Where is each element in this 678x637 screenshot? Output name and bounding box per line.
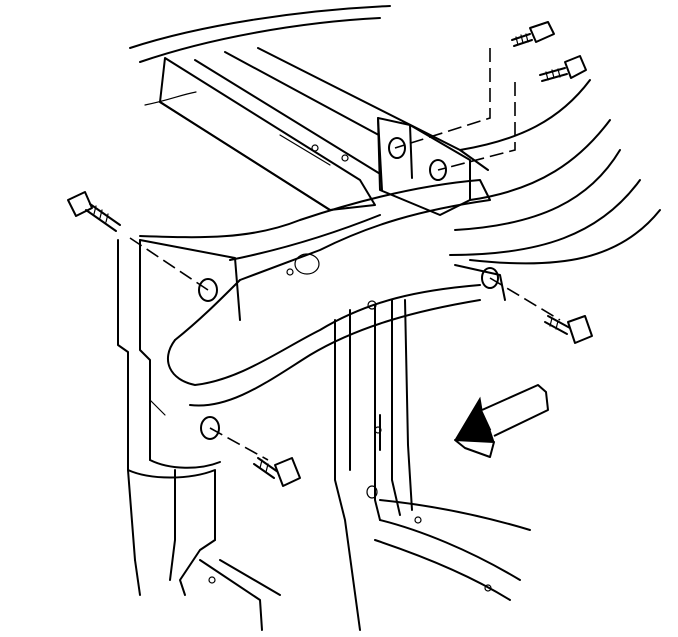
alignment-lines [129,48,561,461]
left-bolt-lower [253,457,301,487]
left-post [117,239,281,631]
upper-bolt-left [511,21,555,47]
hood-panel [129,5,391,106]
upper-bolt-right [539,55,587,82]
fender-curves [449,79,661,265]
right-bolt [544,315,593,344]
left-bolt-upper [67,191,121,232]
front-direction-arrow [454,384,549,458]
right-post [334,264,531,631]
upper-mount-bracket [377,117,471,216]
